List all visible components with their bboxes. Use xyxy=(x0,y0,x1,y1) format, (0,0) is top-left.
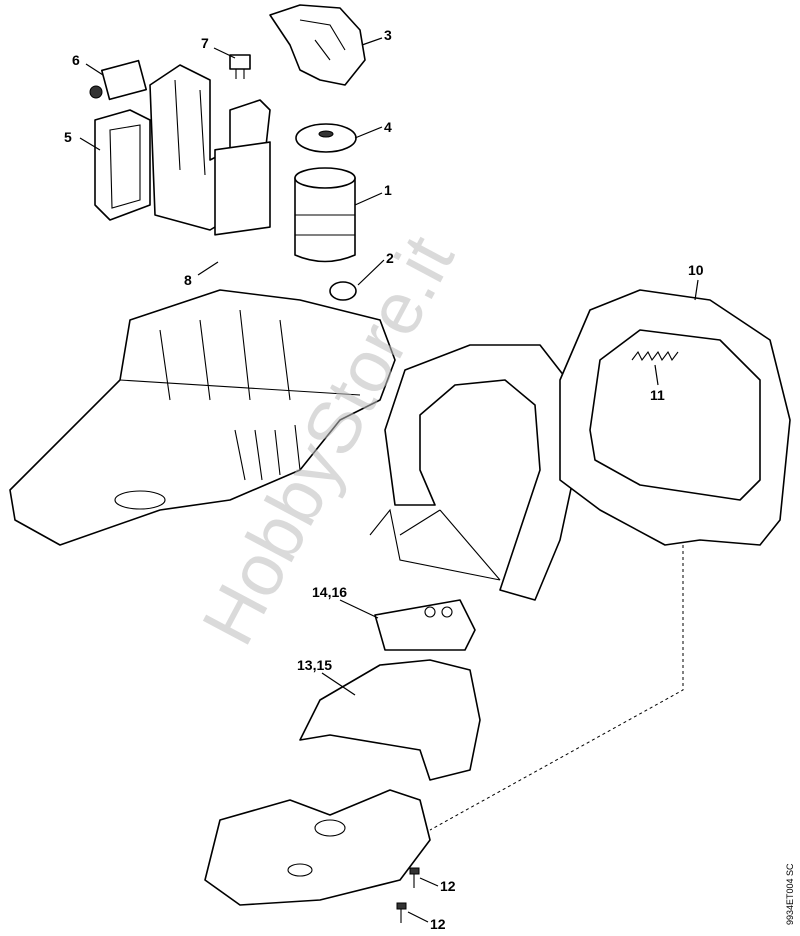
part-6-switch xyxy=(89,59,148,101)
front-handle xyxy=(369,344,576,601)
drawing-code: 9934ET004 SC xyxy=(785,863,795,925)
part-4-fan xyxy=(295,123,357,153)
part-10-handle-frame xyxy=(559,289,791,546)
part-3-cover xyxy=(269,4,366,86)
motor-housing xyxy=(9,289,396,546)
callout-6: 6 xyxy=(72,52,80,68)
part-8-capacitor xyxy=(214,141,271,236)
callout-11: 11 xyxy=(650,387,665,403)
callout-13-15: 13,15 xyxy=(297,657,332,673)
leader-lines xyxy=(79,37,699,923)
alignment-line xyxy=(429,545,684,831)
callout-5: 5 xyxy=(64,129,72,145)
callout-12: 12 xyxy=(440,878,456,894)
part-14-16-label xyxy=(374,599,476,651)
callout-8: 8 xyxy=(184,272,192,288)
part-7-connector xyxy=(229,54,251,79)
part-12-screw xyxy=(396,902,407,923)
callout-4: 4 xyxy=(384,119,392,135)
part-5-electronics xyxy=(94,109,151,221)
callout-7: 7 xyxy=(201,35,209,51)
gear-housing xyxy=(204,789,431,906)
callout-1: 1 xyxy=(384,182,392,198)
part-1-motor xyxy=(294,167,356,263)
callout-14-16: 14,16 xyxy=(312,584,347,600)
callout-10: 10 xyxy=(688,262,704,278)
callout-12: 12 xyxy=(430,916,446,932)
callout-2: 2 xyxy=(386,250,394,266)
part-11-spring xyxy=(631,350,679,362)
part-12-screw xyxy=(409,867,420,888)
part-13-15-cover xyxy=(299,659,481,781)
callout-3: 3 xyxy=(384,27,392,43)
part-2-circlip xyxy=(329,281,357,301)
